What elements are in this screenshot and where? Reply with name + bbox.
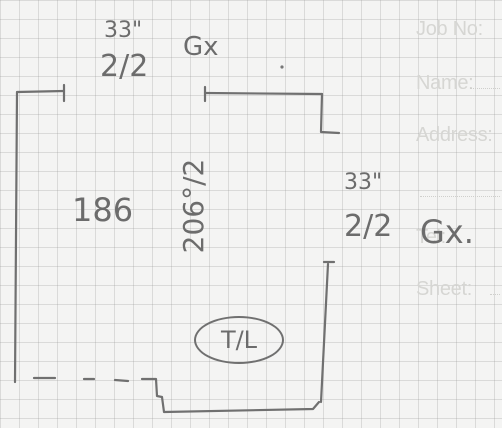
top-fraction-label: 2/2	[100, 49, 149, 84]
form-tel-label: Tel:	[416, 226, 446, 248]
frame-right-short	[319, 92, 341, 135]
right-width-label: 33"	[344, 170, 383, 195]
frame-left-line	[13, 89, 66, 384]
frame-right-lower	[319, 262, 330, 404]
form-job-no-label: Job No:	[416, 18, 483, 40]
frame-bottom-step	[140, 377, 321, 414]
left-dimension-label: 186	[72, 191, 134, 229]
circled-label: T/L	[194, 316, 284, 364]
form-sheet-line	[490, 294, 500, 295]
frame-bottom-dashes	[32, 376, 130, 383]
form-name-line	[470, 88, 500, 89]
top-glazing-label: Gx	[183, 32, 219, 62]
form-sheet-label: Sheet:	[416, 278, 473, 300]
top-width-label: 33"	[104, 18, 143, 43]
form-address-line	[420, 196, 500, 197]
pencil-dot	[280, 65, 284, 69]
right-glazing-label: Gx.	[420, 213, 474, 251]
center-dimension-label: 206°/2	[177, 158, 210, 254]
frame-top-right-line	[203, 91, 324, 96]
form-name-label: Name:	[416, 72, 474, 94]
form-address-label: Address:	[416, 124, 493, 146]
right-fraction-label: 2/2	[344, 209, 393, 244]
